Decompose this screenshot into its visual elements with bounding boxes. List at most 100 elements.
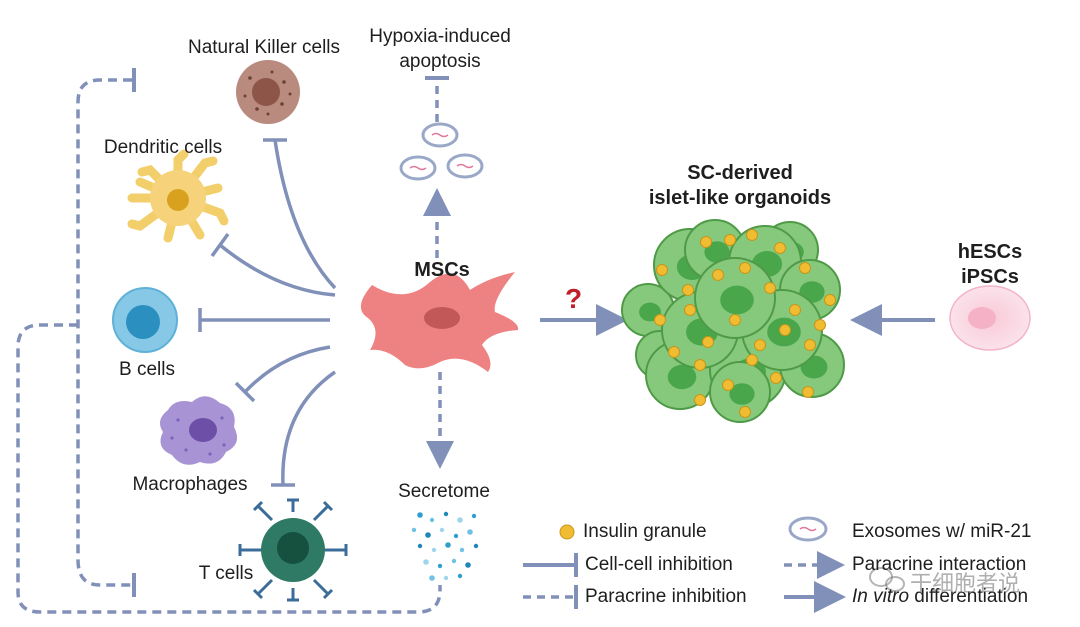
inhibition-line-t-cells xyxy=(281,370,336,486)
organoid-nucleus xyxy=(704,241,730,263)
secretome-dot xyxy=(431,547,437,553)
insulin-granule xyxy=(729,314,741,326)
secretome-dots xyxy=(411,511,479,581)
secretome-dot xyxy=(429,575,435,581)
insulin-granule xyxy=(804,339,816,351)
secretome-dot xyxy=(437,563,443,569)
insulin-granule xyxy=(770,372,782,384)
legend-granule-icon xyxy=(559,524,575,540)
paracrine-lines xyxy=(423,82,454,469)
secretome-dot xyxy=(473,543,479,549)
nk-cells-label: Natural Killer cells xyxy=(187,37,341,58)
insulin-granule xyxy=(694,394,706,406)
secretome-label: Secretome xyxy=(398,481,490,502)
macrophages-label: Macrophages xyxy=(132,474,248,495)
islet-organoid xyxy=(621,219,845,423)
secretome-dot xyxy=(451,558,457,564)
secretome-dot xyxy=(425,532,431,538)
organoid-label-line1: SC-derived xyxy=(687,162,793,184)
insulin-granule xyxy=(739,406,751,418)
stem-label-line2: iPSCs xyxy=(961,266,1019,288)
insulin-granule xyxy=(746,229,758,241)
secretome-dot xyxy=(445,542,451,548)
inhibition-line-macrophages xyxy=(243,345,331,394)
insulin-granule xyxy=(739,262,751,274)
insulin-granule xyxy=(668,346,680,358)
legend-exosomes: Exosomes w/ miR-21 xyxy=(852,521,1032,542)
stem-label-line1: hESCs xyxy=(957,241,1023,263)
organoid-nucleus xyxy=(720,285,754,315)
secretome-dot xyxy=(457,573,463,579)
insulin-granule xyxy=(774,242,786,254)
organoid-nucleus xyxy=(667,364,697,390)
secretome-dot xyxy=(429,517,435,523)
insulin-granule xyxy=(802,386,814,398)
insulin-granule xyxy=(789,304,801,316)
secretome-dot xyxy=(423,559,429,565)
legend-graphics xyxy=(523,516,846,613)
secretome-dot xyxy=(465,562,471,568)
insulin-granule xyxy=(684,304,696,316)
organoid-label-line2: islet-like organoids xyxy=(648,187,832,209)
legend-paracrine-inhibition: Paracrine inhibition xyxy=(585,586,747,607)
dendritic-cells-label: Dendritic cells xyxy=(103,137,223,158)
insulin-granule xyxy=(712,269,724,281)
insulin-granule xyxy=(814,319,826,331)
inhibition-line-nk xyxy=(273,139,337,290)
t-cell xyxy=(238,498,348,602)
paracrine-inhibition-bracket xyxy=(16,78,442,614)
insulin-granule xyxy=(824,294,836,306)
secretome-dot xyxy=(453,533,459,539)
exosome-cargo xyxy=(409,132,474,171)
insulin-granule xyxy=(694,359,706,371)
secretome-dot xyxy=(457,517,463,523)
mscs-label: MSCs xyxy=(414,259,470,281)
insulin-granule xyxy=(799,262,811,274)
insulin-granule xyxy=(779,324,791,336)
secretome-dot xyxy=(443,511,449,517)
insulin-granule xyxy=(702,336,714,348)
in-vitro-italic: In vitro xyxy=(852,586,910,607)
macrophage xyxy=(159,396,238,465)
insulin-granule xyxy=(764,282,776,294)
legend-insulin-granule: Insulin granule xyxy=(583,521,707,542)
secretome-dot xyxy=(439,527,445,533)
insulin-granule xyxy=(722,379,734,391)
cell-cell-inhibition-lines xyxy=(198,138,337,487)
insulin-granule xyxy=(682,284,694,296)
hypoxia-label-line1: Hypoxia-induced xyxy=(369,26,511,47)
secretome-dot xyxy=(467,529,473,535)
hypoxia-label-line2: apoptosis xyxy=(399,51,481,72)
secretome-dot xyxy=(417,512,423,518)
nk-cell xyxy=(236,60,300,124)
t-cells-label: T cells xyxy=(198,563,254,584)
msc-cell xyxy=(360,272,519,372)
secretome-dot xyxy=(417,543,423,549)
question-mark: ? xyxy=(565,283,583,314)
secretome-dot xyxy=(411,527,417,533)
legend-cell-cell-inhibition: Cell-cell inhibition xyxy=(585,554,733,575)
in-vitro-suffix: differentiation xyxy=(909,586,1029,607)
legend-in-vitro-differentiation: In vitro differentiation xyxy=(852,586,1028,608)
dendritic-cell xyxy=(127,149,229,243)
secretome-dot xyxy=(459,547,465,553)
insulin-granule xyxy=(654,314,666,326)
insulin-granule xyxy=(724,234,736,246)
b-cell xyxy=(112,287,178,353)
organoid-nucleus xyxy=(729,383,755,405)
insulin-granule xyxy=(656,264,668,276)
secretome-dot xyxy=(443,575,449,581)
insulin-granule xyxy=(754,339,766,351)
stem-cell xyxy=(949,285,1031,351)
watermark-text: 干细胞者说 xyxy=(910,572,1021,597)
exosomes xyxy=(399,122,484,181)
b-cells-label: B cells xyxy=(119,359,175,380)
insulin-granule xyxy=(700,236,712,248)
legend-paracrine-interaction: Paracrine interaction xyxy=(852,554,1027,575)
watermark-logo xyxy=(869,567,905,592)
insulin-granule xyxy=(746,354,758,366)
inhibition-line-dendritic xyxy=(218,243,336,297)
secretome-dot xyxy=(471,513,477,519)
